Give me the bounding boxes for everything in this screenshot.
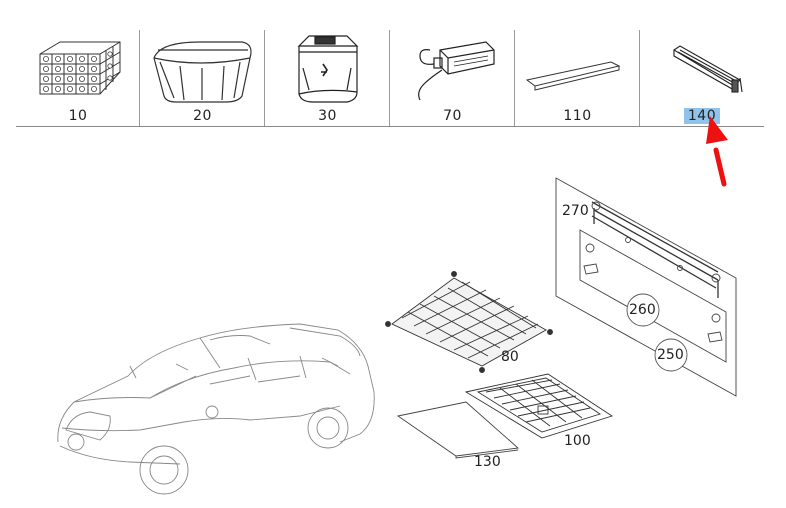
exploded-parts-diagram	[57, 177, 737, 495]
cargo-tray-illustration	[464, 373, 614, 439]
parts-toolbar: 10 20 30	[16, 28, 764, 127]
roller-blind-icon	[672, 45, 743, 93]
cool-box-icon	[297, 35, 359, 103]
part-item-30[interactable]: 30	[265, 28, 390, 126]
part-number: 30	[318, 108, 337, 124]
part-item-140[interactable]: 140	[640, 28, 764, 126]
red-arrow-icon	[706, 116, 728, 187]
rail-icon	[525, 61, 621, 91]
floor-mat-illustration	[396, 401, 520, 459]
callout-130: 130	[474, 454, 501, 470]
car-illustration	[57, 323, 375, 495]
part-item-20[interactable]: 20	[140, 28, 265, 126]
part-item-70[interactable]: 70	[390, 28, 515, 126]
partition-panel-illustration	[555, 177, 737, 397]
part-number: 110	[563, 108, 592, 124]
part-item-110[interactable]: 110	[515, 28, 640, 126]
part-number: 20	[193, 108, 212, 124]
callout-270: 270	[562, 203, 589, 219]
power-adapter-icon	[418, 41, 495, 101]
callout-260: 260	[629, 302, 656, 318]
part-number: 70	[443, 108, 462, 124]
cargo-net-illustration	[385, 271, 553, 373]
callout-100: 100	[564, 433, 591, 449]
tray-icon	[153, 41, 252, 103]
callout-80: 80	[501, 349, 519, 365]
basket-icon	[39, 41, 121, 95]
callout-250: 250	[657, 347, 684, 363]
part-item-10[interactable]: 10	[16, 28, 140, 126]
part-number: 10	[68, 108, 88, 124]
